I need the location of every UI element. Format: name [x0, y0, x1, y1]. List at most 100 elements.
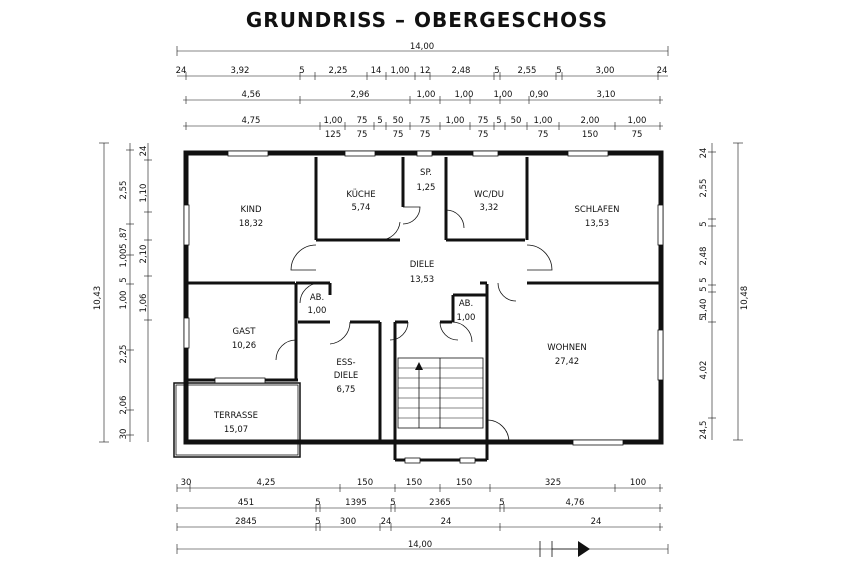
- top-r3-3: 5: [377, 116, 382, 126]
- right-inner-1: 5: [699, 221, 709, 226]
- top-r3b-2: 75: [393, 130, 404, 140]
- room-gast-name: GAST: [233, 327, 257, 337]
- room-wcdu-name: WC/DU: [474, 190, 504, 200]
- top-r2-1: 2,96: [351, 90, 370, 100]
- room-kind-name: KIND: [241, 205, 262, 215]
- staircase: [397, 357, 484, 429]
- room-kind-area: 18,32: [239, 219, 263, 229]
- bottom-r3-5: 24: [591, 517, 602, 527]
- top-r3-7: 75: [478, 116, 489, 126]
- left-outer-2: 5: [119, 277, 129, 282]
- room-terrasse-name: TERRASSE: [213, 411, 258, 421]
- bottom-r3-4: 24: [441, 517, 452, 527]
- bottom-r2-3: 5: [390, 498, 395, 508]
- top-r3b-1: 75: [357, 130, 368, 140]
- top-r3-1: 1,00: [324, 116, 343, 126]
- room-wohnen-name: WOHNEN: [547, 343, 587, 353]
- bottom-r2-2: 1395: [345, 498, 367, 508]
- top-r3-12: 1,00: [628, 116, 647, 126]
- top-r1-10: 5: [556, 66, 561, 76]
- left-inner-2: 2,10: [139, 245, 149, 264]
- top-r1-3: 2,25: [329, 66, 348, 76]
- right-inner-3: 5: [699, 315, 709, 320]
- top-overall-dim: 14,00: [410, 42, 434, 52]
- bottom-dimensions: 30 4,25 150 150 150 325 100 451 5 1395 5…: [176, 478, 669, 557]
- right-inner-2: 5: [699, 277, 709, 282]
- room-ab1-area: 1,00: [308, 306, 327, 316]
- doors: [275, 206, 553, 443]
- top-r3-9: 50: [511, 116, 522, 126]
- walls: [173, 150, 664, 462]
- bottom-r1-3: 150: [406, 478, 422, 488]
- right-outer-0: 2,55: [699, 179, 709, 198]
- bottom-r2-4: 2365: [429, 498, 451, 508]
- bottom-r3-2: 300: [340, 517, 356, 527]
- top-dimensions: 14,00 24 3,92 5 2,25 14 1,00 12 2,48 5 2…: [176, 42, 669, 140]
- top-r2-4: 1,00: [494, 90, 513, 100]
- top-r3b-0: 125: [325, 130, 341, 140]
- top-r1-12: 24: [657, 66, 668, 76]
- bottom-r3-1: 5: [315, 517, 320, 527]
- top-r1-2: 5: [299, 66, 304, 76]
- room-essdiele-name2: DIELE: [334, 371, 359, 381]
- top-r1-5: 1,00: [391, 66, 410, 76]
- left-outer-4: 2,25: [119, 345, 129, 364]
- room-essdiele-area: 6,75: [337, 385, 356, 395]
- top-r3-8: 5: [496, 116, 501, 126]
- room-wohnen-area: 27,42: [555, 357, 579, 367]
- bottom-overall-dim: 14,00: [408, 540, 432, 550]
- top-r2-6: 3,10: [597, 90, 616, 100]
- left-outer-0: 2,55: [119, 181, 129, 200]
- room-ab2-name: AB.: [459, 299, 473, 309]
- room-diele-area: 13,53: [410, 275, 434, 285]
- room-gast-area: 10,26: [232, 341, 256, 351]
- left-outer-5: 2,06: [119, 396, 129, 415]
- right-outer-2: 5: [699, 286, 709, 291]
- top-r1-1: 3,92: [231, 66, 250, 76]
- top-r2-3: 1,00: [455, 90, 474, 100]
- top-r3b-3: 75: [420, 130, 431, 140]
- left-overall-dim: 10,43: [93, 286, 103, 310]
- top-r2-2: 1,00: [417, 90, 436, 100]
- left-inner-1: 1,10: [139, 184, 149, 203]
- right-dimensions: 10,48 2,55 2,48 5 1,40 4,02 24,5 24 5 5 …: [699, 142, 750, 441]
- left-outer-6: 30: [119, 429, 129, 440]
- top-r3b-6: 150: [582, 130, 598, 140]
- windows: [183, 150, 664, 464]
- top-r3-0: 4,75: [242, 116, 261, 126]
- top-r1-0: 24: [176, 66, 187, 76]
- bottom-r2-1: 5: [315, 498, 320, 508]
- plan-title: GRUNDRISS – OBERGESCHOSS: [246, 8, 608, 32]
- section-arrow-icon: [578, 541, 590, 557]
- room-ab1-name: AB.: [310, 293, 324, 303]
- room-sp-name: SP.: [420, 168, 432, 178]
- bottom-r2-6: 4,76: [566, 498, 585, 508]
- bottom-r2-0: 451: [238, 498, 254, 508]
- bottom-r1-2: 150: [357, 478, 373, 488]
- room-diele-name: DIELE: [410, 260, 435, 270]
- top-r3-4: 50: [393, 116, 404, 126]
- right-outer-5: 24,5: [699, 421, 709, 440]
- top-r3b-7: 75: [632, 130, 643, 140]
- bottom-r3-3: 24: [381, 517, 392, 527]
- top-r1-7: 2,48: [452, 66, 471, 76]
- bottom-r1-6: 100: [630, 478, 646, 488]
- left-inner-4: 1,06: [139, 294, 149, 313]
- bottom-r1-5: 325: [545, 478, 561, 488]
- right-overall-dim: 10,48: [740, 286, 750, 310]
- bottom-r1-4: 150: [456, 478, 472, 488]
- left-outer-3: 1,00: [119, 249, 129, 268]
- top-r3-10: 1,00: [534, 116, 553, 126]
- top-r1-9: 2,55: [518, 66, 537, 76]
- left-inner-0: 24: [139, 146, 149, 157]
- bottom-r1-0: 30: [181, 478, 192, 488]
- stair-direction-icon: [415, 362, 423, 370]
- right-outer-1: 2,48: [699, 247, 709, 266]
- right-outer-4: 4,02: [699, 361, 709, 380]
- left-outer-1: 1,00: [119, 291, 129, 310]
- room-ab2-area: 1,00: [457, 313, 476, 323]
- room-kueche-area: 5,74: [352, 203, 371, 213]
- room-schlafen-area: 13,53: [585, 219, 609, 229]
- top-r2-0: 4,56: [242, 90, 261, 100]
